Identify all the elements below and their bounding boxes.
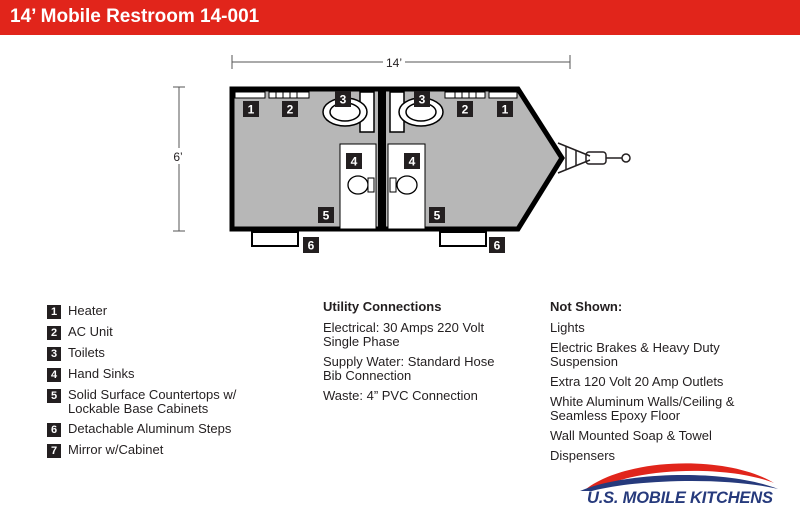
plan-tag: 1 bbox=[243, 101, 259, 117]
plan-tag: 4 bbox=[404, 153, 420, 169]
page-title: 14’ Mobile Restroom 14-001 bbox=[10, 6, 260, 27]
ac-unit-right bbox=[444, 91, 486, 99]
plan-tag: 5 bbox=[429, 207, 445, 223]
svg-text:4: 4 bbox=[409, 155, 416, 169]
legend-label: Detachable Aluminum Steps bbox=[68, 421, 232, 436]
not-shown-item: White Aluminum Walls/Ceiling & Seamless … bbox=[550, 394, 735, 423]
svg-text:5: 5 bbox=[434, 209, 441, 223]
width-label: 14’ bbox=[386, 56, 402, 70]
company-logo: U.S. MOBILE KITCHENS bbox=[578, 459, 783, 517]
plan-tag: 6 bbox=[489, 237, 505, 253]
plan-tag: 1 bbox=[497, 101, 513, 117]
legend-number: 3 bbox=[47, 347, 61, 361]
legend-item: 2 AC Unit bbox=[47, 325, 307, 340]
plan-tag: 3 bbox=[414, 91, 430, 107]
utility-item: Waste: 4” PVC Connection bbox=[323, 388, 478, 403]
toilet-right bbox=[389, 91, 444, 133]
not-shown-item: Dispensers bbox=[550, 448, 616, 463]
logo-text: U.S. MOBILE KITCHENS bbox=[587, 489, 773, 507]
svg-text:3: 3 bbox=[340, 93, 347, 107]
legend-label: AC Unit bbox=[68, 324, 113, 339]
legend-label: Heater bbox=[68, 303, 108, 318]
not-shown-item: Wall Mounted Soap & Towel bbox=[550, 428, 712, 443]
not-shown-item: Extra 120 Volt 20 Amp Outlets bbox=[550, 374, 724, 389]
not-shown: Not Shown: Lights Electric Brakes & Heav… bbox=[550, 300, 770, 469]
legend-item: 1 Heater bbox=[47, 304, 307, 319]
hand-sink-left bbox=[347, 175, 369, 195]
steps-left bbox=[251, 230, 299, 247]
legend-label: Mirror w/Cabinet bbox=[68, 442, 164, 457]
logo-swoosh bbox=[580, 463, 778, 491]
legend-number: 5 bbox=[47, 389, 61, 403]
legend-number: 1 bbox=[47, 305, 61, 319]
toilet-left bbox=[322, 91, 375, 133]
utility-connections: Utility Connections Electrical: 30 Amps … bbox=[323, 300, 523, 409]
ac-unit-left bbox=[268, 91, 310, 99]
heater-right bbox=[488, 91, 518, 99]
plan-tag: 2 bbox=[457, 101, 473, 117]
plan-tag: 3 bbox=[335, 91, 351, 107]
svg-text:1: 1 bbox=[248, 103, 255, 117]
not-shown-item: Electric Brakes & Heavy Duty Suspension bbox=[550, 340, 720, 369]
legend-label: Hand Sinks bbox=[68, 366, 135, 381]
legend-item: 7 Mirror w/Cabinet bbox=[47, 443, 307, 458]
plan-tag: 4 bbox=[346, 153, 362, 169]
legend-item: 4 Hand Sinks bbox=[47, 367, 307, 382]
steps-right bbox=[439, 230, 487, 247]
svg-text:3: 3 bbox=[419, 93, 426, 107]
center-partition bbox=[378, 87, 386, 231]
legend-item: 6 Detachable Aluminum Steps bbox=[47, 422, 307, 437]
trailer-hitch bbox=[557, 142, 631, 174]
legend-item: 3 Toilets bbox=[47, 346, 307, 361]
height-label: 6’ bbox=[173, 150, 182, 164]
utility-item: Electrical: 30 Amps 220 Volt Single Phas… bbox=[323, 320, 485, 349]
legend-label: Solid Surface Countertops w/ Lockable Ba… bbox=[68, 387, 237, 416]
svg-text:4: 4 bbox=[351, 155, 358, 169]
legend-number: 7 bbox=[47, 444, 61, 458]
utility-heading: Utility Connections bbox=[323, 299, 442, 314]
svg-text:5: 5 bbox=[323, 209, 330, 223]
plan-tag: 2 bbox=[282, 101, 298, 117]
legend-number: 4 bbox=[47, 368, 61, 382]
not-shown-item: Lights bbox=[550, 320, 585, 335]
heater-left bbox=[234, 91, 266, 99]
legend-number: 2 bbox=[47, 326, 61, 340]
plan-tag: 6 bbox=[303, 237, 319, 253]
not-shown-heading: Not Shown: bbox=[550, 299, 623, 314]
utility-item: Supply Water: Standard Hose Bib Connecti… bbox=[323, 354, 495, 383]
floor-plan: 14’ 6’ bbox=[173, 55, 631, 253]
legend-number: 6 bbox=[47, 423, 61, 437]
legend-item: 5 Solid Surface Countertops w/ Lockable … bbox=[47, 388, 307, 416]
svg-text:1: 1 bbox=[502, 103, 509, 117]
hand-sink-right bbox=[396, 175, 418, 195]
svg-text:2: 2 bbox=[287, 103, 294, 117]
svg-text:2: 2 bbox=[462, 103, 469, 117]
legend: 1 Heater 2 AC Unit 3 Toilets 4 Hand Sink… bbox=[47, 304, 307, 464]
plan-tag: 5 bbox=[318, 207, 334, 223]
svg-text:6: 6 bbox=[308, 239, 315, 253]
legend-label: Toilets bbox=[68, 345, 105, 360]
svg-text:6: 6 bbox=[494, 239, 501, 253]
title-bar: 14’ Mobile Restroom 14-001 bbox=[0, 0, 800, 35]
